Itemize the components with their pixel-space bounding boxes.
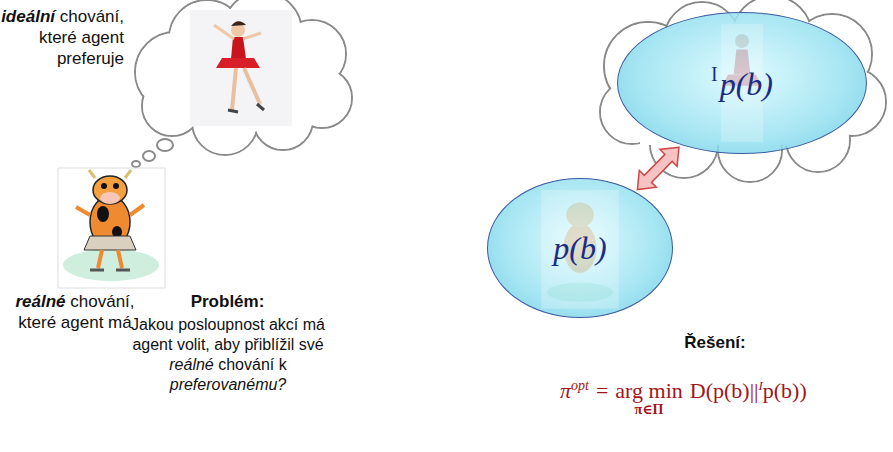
- problem-emphasis: preferovanému?: [170, 376, 287, 393]
- node-label: p(b): [553, 230, 606, 267]
- solution-heading: Řešení:: [660, 333, 770, 353]
- formula-operator: arg min: [615, 378, 682, 403]
- formula-subscript: π∈Π: [615, 401, 682, 418]
- thought-cloud: [600, 0, 886, 182]
- formula-superscript: opt: [571, 378, 589, 393]
- problem-heading: Problém:: [120, 292, 335, 312]
- problem-part: Jakou posloupnost akcí má agent volit, a…: [131, 316, 325, 353]
- node-text: p(b): [553, 230, 606, 266]
- thought-cloud: [135, 0, 352, 155]
- cow-caption: reálné chování, které agent má: [10, 291, 140, 333]
- thought-cloud-fill: [136, 0, 351, 154]
- problem-emphasis: reálné: [169, 356, 213, 373]
- formula-part: D(p(b)||: [690, 378, 759, 403]
- problem-part: chování k: [218, 356, 286, 373]
- belief-ellipse: p(b): [487, 178, 673, 318]
- block-arrow: [637, 147, 679, 189]
- skater-photo: [190, 10, 292, 126]
- thought-cloud-fill: [601, 0, 885, 181]
- formula-superscript: I: [758, 378, 762, 393]
- thought-caption: ideální chování, které agent preferuje: [0, 6, 124, 69]
- node-text: p(b): [720, 66, 773, 102]
- formula-symbol: =: [596, 378, 608, 403]
- formula: πopt = arg minπ∈Π D(p(b)||Ip(b)): [560, 378, 807, 404]
- thought-bubbles: [132, 139, 173, 167]
- belief-ellipse: Ip(b): [617, 12, 867, 154]
- formula-symbol: π: [560, 378, 571, 403]
- argmin-block: arg minπ∈Π: [615, 378, 682, 404]
- caption-emphasis: reálné: [15, 292, 65, 311]
- problem-text: Jakou posloupnost akcí má agent volit, a…: [118, 315, 338, 395]
- node-text: I: [711, 63, 718, 85]
- node-label: Ip(b): [711, 63, 773, 103]
- formula-part: p(b)): [763, 378, 807, 403]
- caption-emphasis: ideální: [1, 7, 55, 26]
- cow-cartoon: [58, 168, 165, 288]
